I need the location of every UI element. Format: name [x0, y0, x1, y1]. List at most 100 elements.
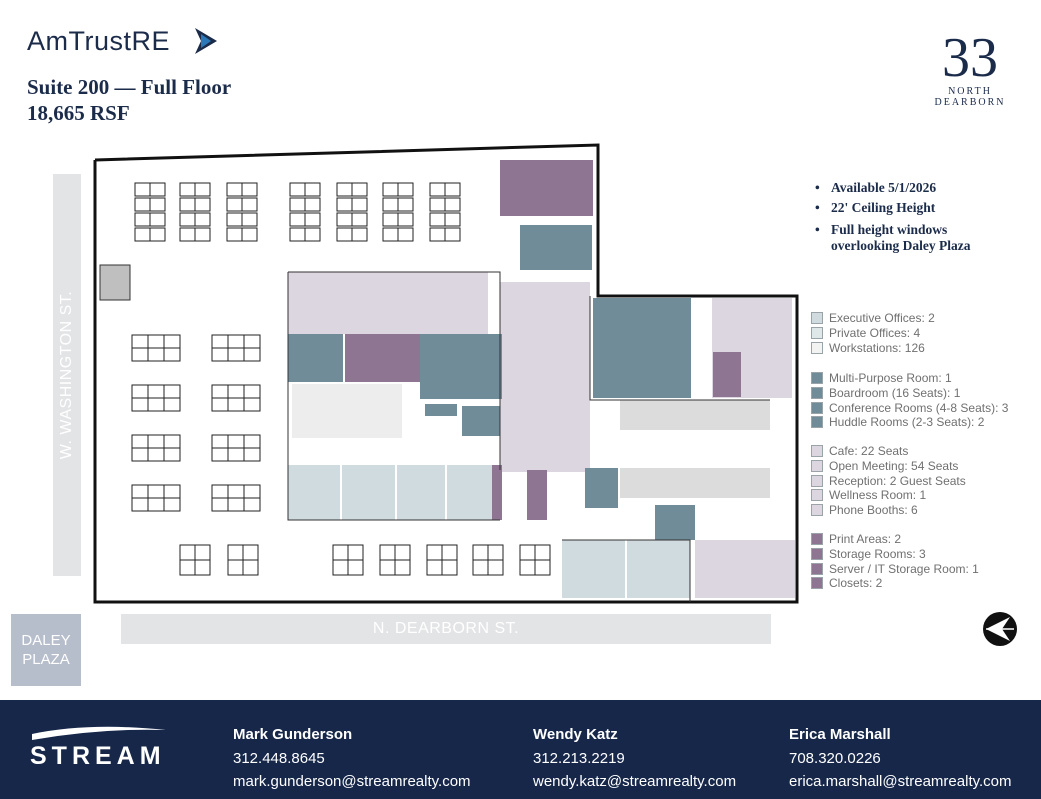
contact-phone[interactable]: 708.320.0226	[789, 750, 881, 767]
private-office	[562, 540, 625, 598]
legend-item: Closets: 2	[811, 576, 979, 591]
legend-label: Workstations: 126	[829, 340, 925, 355]
contact-phone[interactable]: 312.448.8645	[233, 750, 325, 767]
workstation-desk	[147, 497, 165, 512]
huddle-room	[425, 404, 457, 416]
workstation-desk	[441, 544, 458, 561]
feature-item: Full height windows overlooking Daley Pl…	[813, 222, 1006, 254]
feature-item: Available 5/1/2026	[813, 180, 1006, 196]
legend-swatch	[811, 341, 823, 354]
contact-email[interactable]: mark.gunderson@streamrealty.com	[233, 773, 471, 790]
workstation-desk	[227, 484, 245, 499]
west-street: W. WASHINGTON ST.	[53, 174, 81, 576]
workstation-desk	[147, 397, 165, 412]
workstation-desk	[243, 434, 261, 449]
workstation-desk	[149, 182, 166, 197]
legend-swatch	[811, 577, 823, 590]
workstation-desk	[243, 497, 261, 512]
workstation-desk	[134, 212, 151, 227]
workstation-desk	[441, 559, 458, 576]
workstation-desk	[241, 197, 258, 212]
workstation-desk	[163, 384, 181, 399]
print-area	[492, 465, 502, 520]
workstation-desk	[131, 384, 149, 399]
contact-phone[interactable]: 312.213.2219	[533, 750, 625, 767]
workstation-desk	[382, 197, 399, 212]
workstation-desk	[179, 559, 196, 576]
workstation-desk	[163, 334, 181, 349]
workstation-desk	[179, 212, 196, 227]
workstation-desk	[134, 227, 151, 242]
floor-plan	[93, 143, 799, 604]
workstation-desk	[241, 227, 258, 242]
workstation-desk	[226, 227, 243, 242]
executive-office	[397, 465, 445, 520]
workstation-desk	[347, 544, 364, 561]
workstation-desk	[243, 334, 261, 349]
workstation-desk	[444, 197, 461, 212]
workstation-desk	[487, 544, 504, 561]
workstation-desk	[179, 544, 196, 561]
legend-group-support: Print Areas: 2 Storage Rooms: 3 Server /…	[811, 532, 979, 591]
workstation-desk	[347, 559, 364, 576]
contact-email[interactable]: erica.marshall@streamrealty.com	[789, 773, 1012, 790]
legend-swatch	[811, 548, 823, 561]
workstation-desk	[149, 197, 166, 212]
workstation-desk	[227, 497, 245, 512]
workstation-desk	[147, 384, 165, 399]
interior-wall	[562, 539, 691, 602]
workstation-desk	[429, 227, 446, 242]
workstation-desk	[163, 397, 181, 412]
workstation-desk	[444, 182, 461, 197]
conference-room	[288, 334, 343, 382]
workstation-desk	[519, 559, 536, 576]
workstation-desk	[163, 434, 181, 449]
workstation-desk	[397, 182, 414, 197]
legend-item: Conference Rooms (4-8 Seats): 3	[811, 400, 1008, 415]
legend-item: Print Areas: 2	[811, 532, 979, 547]
north-arrow-icon	[983, 612, 1017, 646]
legend-item: Executive Offices: 2	[811, 311, 935, 326]
legend-group-offices: Executive Offices: 2 Private Offices: 4 …	[811, 311, 935, 355]
legend-item: Workstations: 126	[811, 340, 935, 355]
contact-email[interactable]: wendy.katz@streamrealty.com	[533, 773, 737, 790]
storage-room	[345, 334, 420, 382]
workstation-desk	[444, 227, 461, 242]
multi-purpose-room	[593, 298, 691, 398]
workstation-desk	[304, 182, 321, 197]
workstation-desk	[194, 559, 211, 576]
workstation-desk	[351, 182, 368, 197]
legend-swatch	[811, 460, 823, 473]
workstation-desk	[211, 484, 229, 499]
legend-label: Phone Booths: 6	[829, 503, 918, 518]
workstation-desk	[163, 497, 181, 512]
legend-swatch	[811, 387, 823, 400]
executive-office	[447, 465, 492, 520]
legend-swatch	[811, 489, 823, 502]
legend-group-meeting: Multi-Purpose Room: 1 Boardroom (16 Seat…	[811, 371, 1008, 430]
legend-label: Huddle Rooms (2-3 Seats): 2	[829, 415, 985, 430]
legend-swatch	[811, 445, 823, 458]
legend-item: Open Meeting: 54 Seats	[811, 459, 966, 474]
workstation-desk	[379, 559, 396, 576]
lounge	[99, 264, 131, 301]
workstation-desk	[429, 197, 446, 212]
amtrust-mark-icon	[195, 28, 217, 54]
workstation-desk	[211, 447, 229, 462]
workstation-desk	[289, 227, 306, 242]
legend-item: Wellness Room: 1	[811, 488, 966, 503]
feature-list: Available 5/1/2026 22' Ceiling Height Fu…	[813, 180, 1006, 258]
huddle-room	[655, 505, 695, 540]
workstation-desk	[163, 447, 181, 462]
workstation-desk	[534, 559, 551, 576]
legend-label: Executive Offices: 2	[829, 311, 935, 326]
workstation-desk	[147, 334, 165, 349]
workstation-desk	[163, 347, 181, 362]
workstation-desk	[194, 544, 211, 561]
footer: STREAM Mark Gunderson 312.448.8645 mark.…	[0, 700, 1041, 799]
legend-label: Wellness Room: 1	[829, 488, 927, 503]
suite-title: Suite 200 — Full Floor	[27, 75, 232, 99]
workstation-desk	[131, 397, 149, 412]
workstation-desk	[243, 347, 261, 362]
workstation-desk	[194, 227, 211, 242]
